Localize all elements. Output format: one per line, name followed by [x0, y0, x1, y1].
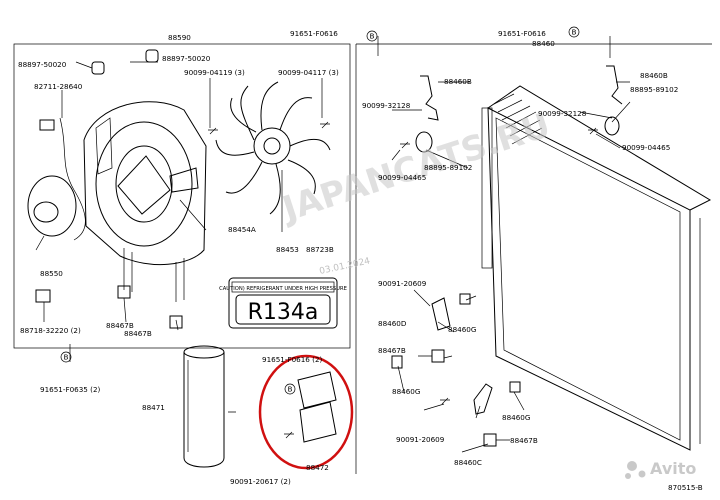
label-88897-left: 88897-50020: [18, 60, 67, 69]
condenser-core: [481, 85, 712, 451]
refrigerant-code-text: R134a: [248, 300, 319, 325]
label-90099-04465-right: 90099-04465: [622, 143, 670, 152]
label-91651-f0635: 91651-F0635 (2): [40, 385, 101, 394]
label-88895-left: 88895-89102: [424, 163, 472, 172]
label-90099-04465-left: 90099-04465: [378, 173, 426, 182]
leader-lines: [35, 36, 631, 453]
label-91651-f0616-right: 91651-F0616: [498, 29, 546, 38]
fan-shroud: [83, 101, 207, 302]
label-91651-f0616-clamp: 91651-F0616 (2): [262, 355, 323, 364]
fastener-symbol-1: B: [370, 33, 375, 41]
label-88472: 88472: [306, 463, 329, 472]
label-88460g-2: 88460G: [392, 387, 420, 396]
label-90099-04119: 90099-04119 (3): [184, 68, 245, 77]
label-88550: 88550: [40, 269, 63, 278]
fastener-symbol-4: B: [288, 386, 293, 394]
label-88895-right: 88895-89102: [630, 85, 678, 94]
receiver-dryer: [183, 345, 225, 468]
condenser-mesh: [493, 93, 543, 145]
condenser-brackets: [391, 65, 623, 447]
label-88460c: 88460C: [454, 458, 482, 467]
date-stamp: 03.01.2024: [319, 256, 372, 277]
label-90099-32128-right: 90099-32128: [538, 109, 587, 118]
label-90091-20617: 90091-20617 (2): [230, 477, 291, 486]
fan-motor: [27, 117, 86, 241]
label-88467b-1: 88467B: [106, 321, 134, 330]
label-88460g-1: 88460G: [448, 325, 476, 334]
label-88453: 88453: [276, 245, 299, 254]
avito-logo: Avito: [625, 459, 696, 479]
fastener-symbols: B B B B: [60, 26, 580, 395]
fastener-symbol-2: B: [572, 29, 577, 37]
label-88467b-4: 88467B: [510, 436, 538, 445]
label-90091-20609-bottom: 90091-20609: [396, 435, 445, 444]
label-870515-b: 870515-B: [668, 483, 703, 492]
part-labels: 88590 88897-50020 88897-50020 82711-2864…: [18, 29, 703, 492]
label-88467b-2: 88467B: [124, 329, 152, 338]
refrigerant-label: CAUTION) REFRIGERANT UNDER HIGH PRESSURE…: [219, 277, 347, 329]
label-90099-04117: 90099-04117 (3): [278, 68, 339, 77]
label-90099-32128-left: 90099-32128: [362, 101, 411, 110]
fan-assembly-frame: [13, 43, 351, 349]
label-82711: 82711-28640: [34, 82, 83, 91]
dryer-clamp: [284, 371, 337, 443]
fastener-symbol-3: B: [64, 354, 69, 362]
label-88460b-left: 88460B: [444, 77, 472, 86]
label-88718: 88718-32220 (2): [20, 326, 81, 335]
watermark: JAPANCATS.RU: [276, 105, 555, 230]
label-91651-f0616-left: 91651-F0616: [290, 29, 338, 38]
label-88460b-right: 88460B: [640, 71, 668, 80]
refrigerant-caution-text: CAUTION) REFRIGERANT UNDER HIGH PRESSURE: [219, 286, 347, 292]
label-88723b: 88723B: [306, 245, 334, 254]
label-88471: 88471: [142, 403, 165, 412]
label-90091-20609-top: 90091-20609: [378, 279, 427, 288]
label-88460g-3: 88460G: [502, 413, 530, 422]
label-88590: 88590: [168, 33, 191, 42]
fan-blade: [215, 81, 331, 215]
avito-text: Avito: [650, 459, 696, 478]
highlight-circle: [258, 354, 354, 470]
label-88460d: 88460D: [378, 319, 407, 328]
condenser-assembly-frame: [355, 43, 712, 474]
label-88454a: 88454A: [228, 225, 256, 234]
hardware-items: [35, 49, 330, 329]
label-88467b-3: 88467B: [378, 346, 406, 355]
label-88460: 88460: [532, 39, 555, 48]
label-88897-right: 88897-50020: [162, 54, 211, 63]
